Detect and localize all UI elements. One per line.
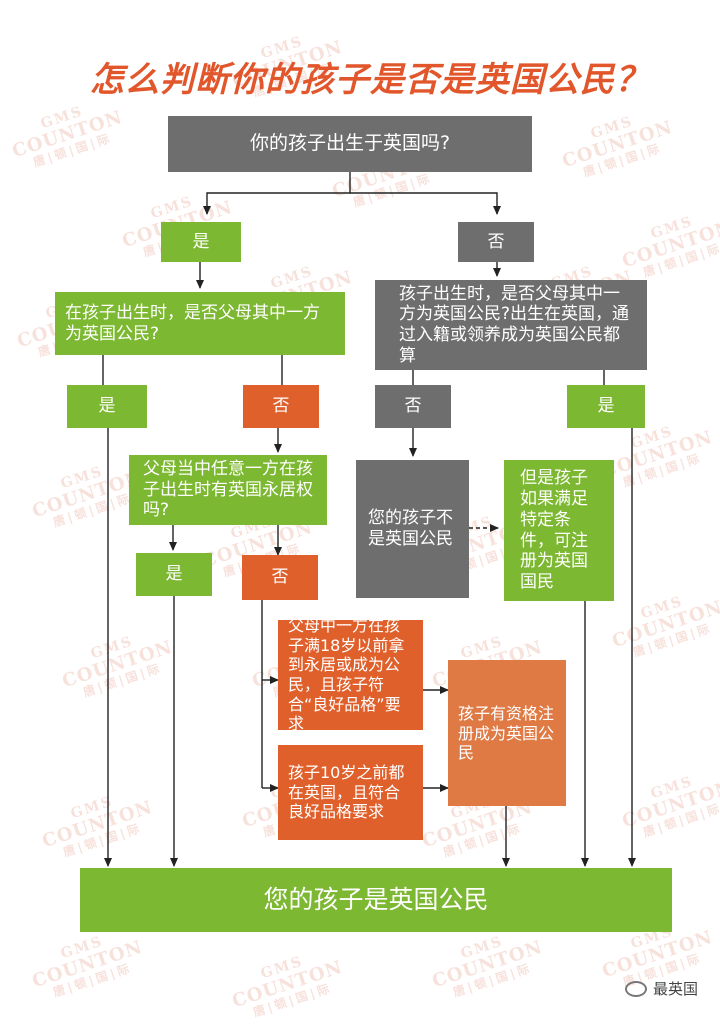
question-parent-citizen-born-abroad: 孩子出生时，是否父母其中一方为英国公民?出生在英国，通过入籍或领养成为英国公民都… [375,280,647,370]
answer-yes-parent-citizen: 是 [67,385,147,428]
result-is-citizen: 您的孩子是英国公民 [80,868,672,932]
answer-no-permanent-residence: 否 [242,555,318,600]
answer-no-born-uk: 否 [458,222,534,262]
condition-parent-status-before-18: 父母中一方在孩子满18岁以前拿到永居或成为公民，且孩子符合“良好品格”要求 [278,616,423,733]
connector-q1-no [350,192,501,215]
source-footer: 最英国 [624,978,698,999]
condition-lived-in-uk-until-10: 孩子10岁之前都在英国，且符合良好品格要求 [278,745,423,840]
page-title: 怎么判断你的孩子是否是英国公民？ [90,60,650,100]
source-label: 最英国 [652,980,698,998]
answer-yes-abroad: 是 [567,385,645,428]
question-born-in-uk: 你的孩子出生于英国吗? [168,116,532,172]
connector-q1 [203,172,351,215]
wechat-icon [624,980,647,997]
question-parent-citizen-at-birth: 在孩子出生时，是否父母其中一方为英国公民? [55,292,345,355]
answer-yes-permanent-residence: 是 [136,553,212,596]
answer-no-abroad: 否 [375,385,451,428]
question-parent-permanent-residence: 父母当中任意一方在孩子出生时有英国永居权吗? [129,455,327,525]
answer-yes-born-uk: 是 [161,222,241,262]
result-not-citizen: 您的孩子不是英国公民 [356,460,469,598]
result-eligible-to-register: 孩子有资格注册成为英国公民 [448,660,566,806]
note-special-registration: 但是孩子如果满足特定条件，可注册为英国国民 [504,460,614,601]
answer-no-parent-citizen: 否 [243,385,319,428]
